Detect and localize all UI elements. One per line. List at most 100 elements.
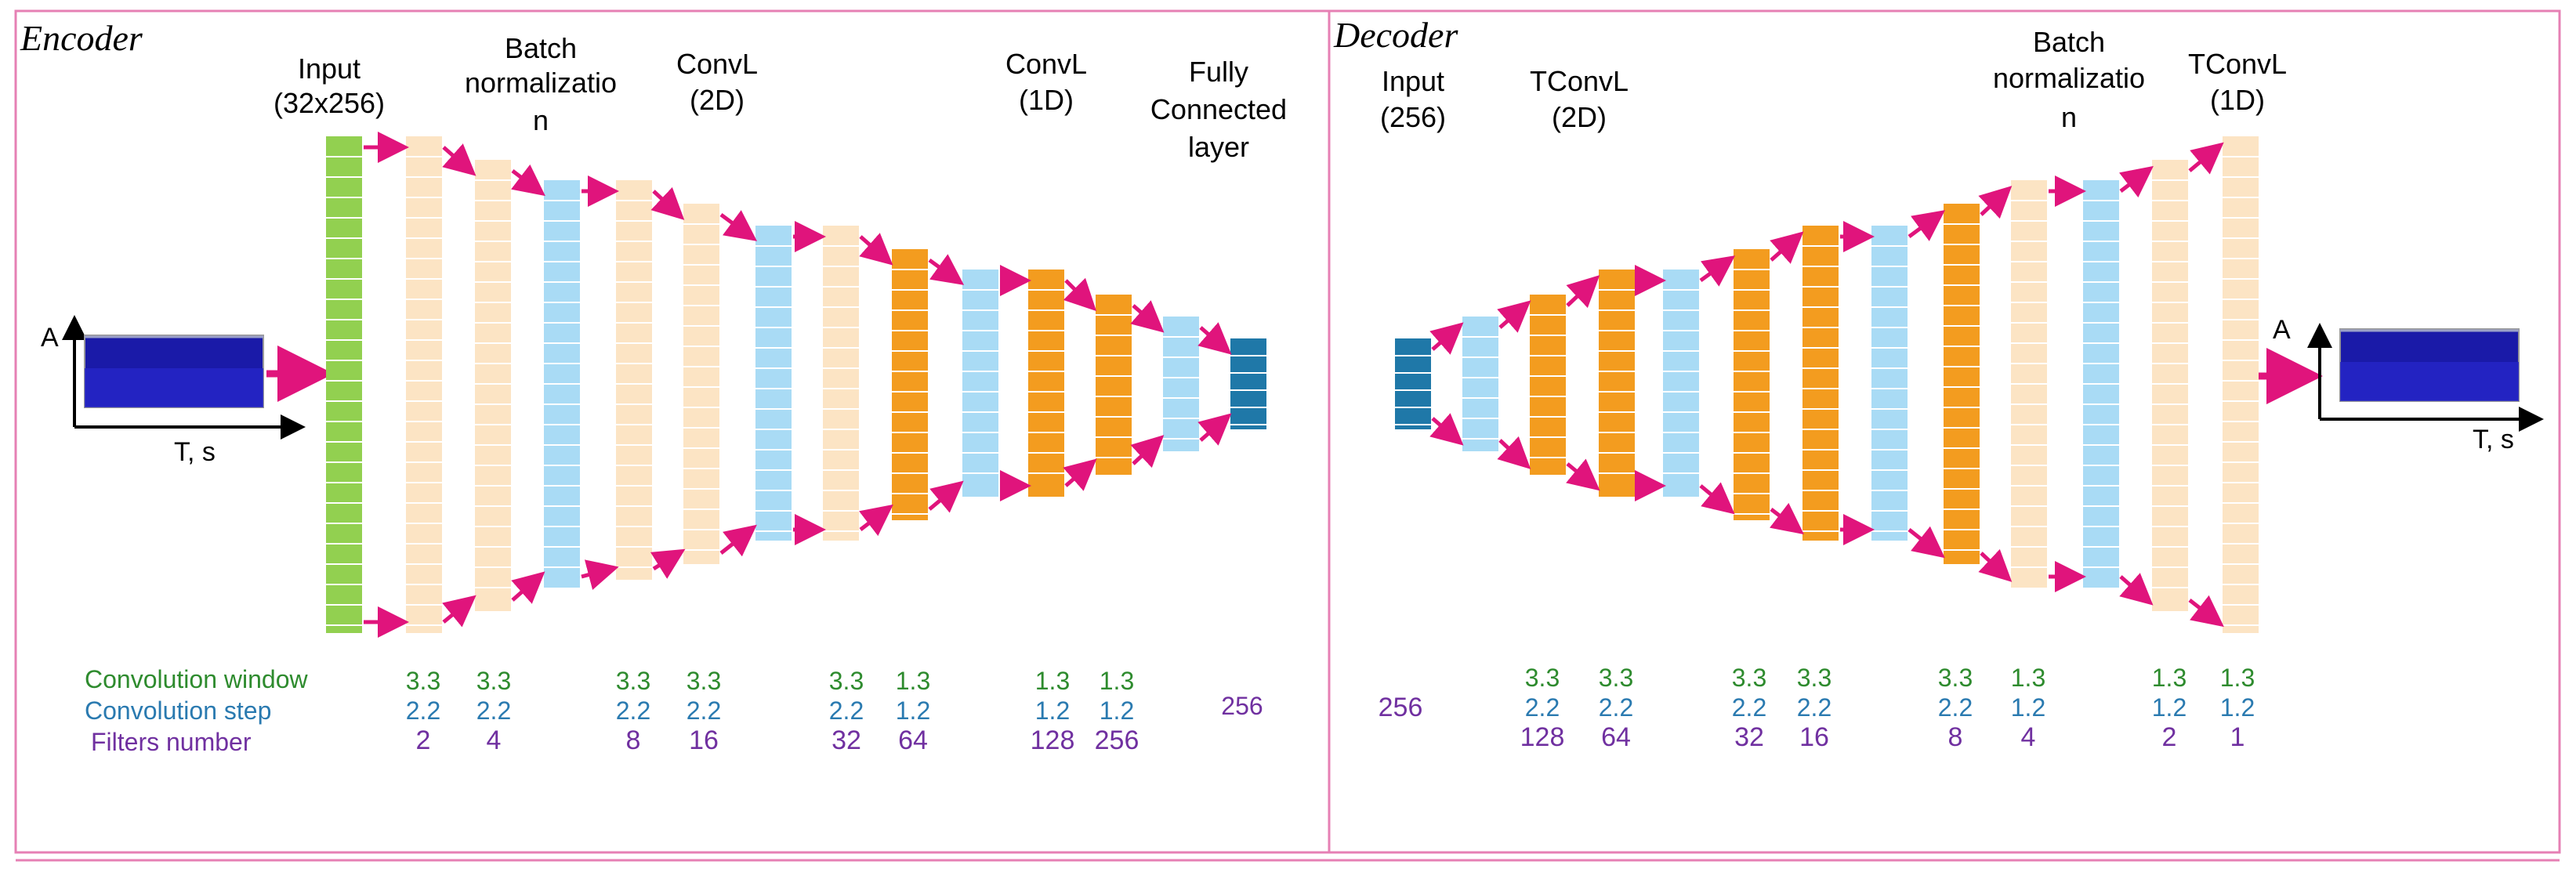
flow-arrow: [2188, 142, 2224, 175]
flow-arrow: [650, 548, 686, 579]
conv-layer-orange: [1802, 226, 1839, 541]
encoder-param-filters: 8: [626, 725, 641, 755]
flow-arrow: [1063, 458, 1097, 491]
decoder-input-value: 256: [1379, 693, 1423, 722]
header-line: ConvL: [1005, 48, 1087, 80]
encoder-param-window: 3.3: [616, 667, 650, 695]
decoder-arrows: [1429, 142, 2224, 628]
header-line: Batch: [505, 32, 577, 64]
input-layer: [326, 136, 362, 633]
flow-arrow: [1566, 275, 1600, 309]
decoder-param-filters: 2: [2162, 722, 2177, 752]
header-line: layer: [1188, 131, 1249, 163]
x-axis-label: T, s: [174, 437, 216, 467]
flow-arrow: [1699, 255, 1736, 287]
flow-arrow: [442, 595, 476, 628]
encoder-param-filters: 128: [1031, 725, 1075, 755]
encoder-row-labels: Convolution window Convolution step Filt…: [85, 665, 309, 756]
encoder-param-filters: 16: [689, 725, 719, 755]
flow-arrow: [1978, 548, 2013, 582]
header-line: (256): [1380, 101, 1446, 133]
encoder-param-window: 1.3: [896, 667, 930, 695]
header-line: normalizatio: [1993, 62, 2145, 94]
decoder-output-spectrogram: A T, s: [2257, 315, 2544, 454]
flow-arrow: [650, 186, 685, 220]
header-line: (1D): [2210, 84, 2265, 116]
flow-arrow: [2188, 595, 2224, 628]
header-line: TConvL: [2188, 48, 2287, 80]
decoder-title: Decoder: [1333, 15, 1458, 55]
encoder-param-step: 1.2: [1100, 697, 1134, 725]
decoder-layers: [1395, 136, 2259, 633]
decoder-param-filters: 64: [1601, 722, 1631, 752]
dense-layer: [1230, 338, 1266, 429]
y-axis-label: A: [2273, 315, 2291, 345]
flow-arrow: [581, 559, 619, 590]
decoder-header-tconv2d: TConvL (2D): [1530, 65, 1629, 133]
row-label-filters: Filters number: [91, 728, 252, 756]
header-line: Input: [298, 52, 360, 85]
row-label-step: Convolution step: [85, 697, 271, 725]
flow-arrow: [1429, 322, 1464, 355]
decoder-param-step: 1.2: [2152, 693, 2187, 722]
decoder-param-filters: 8: [1948, 722, 1963, 752]
header-line: Input: [1382, 65, 1444, 97]
encoder-param-filters: 256: [1095, 725, 1139, 755]
flow-arrow: [511, 164, 545, 197]
encoder-param-window: 1.3: [1100, 667, 1134, 695]
decoder-param-window: 3.3: [1797, 664, 1831, 692]
conv-layer-orange: [1028, 270, 1064, 497]
decoder-param-step: 2.2: [1525, 693, 1560, 722]
conv-layer: [616, 180, 652, 580]
encoder-param-filters: 4: [487, 725, 502, 755]
decoder-param-window: 1.3: [2220, 664, 2255, 692]
flow-arrow: [1566, 458, 1600, 491]
encoder-param-window: 3.3: [476, 667, 511, 695]
flow-arrow: [1978, 186, 2013, 219]
decoder-header-tconv1d: TConvL (1D): [2188, 48, 2287, 116]
flow-arrow: [1130, 435, 1165, 469]
conv-layer: [823, 226, 859, 541]
flow-arrow: [2119, 573, 2154, 606]
encoder-param-step: 2.2: [687, 697, 721, 725]
header-line: (2D): [1552, 101, 1607, 133]
header-line: n: [533, 104, 549, 136]
batch-norm-layer: [1871, 226, 1908, 541]
spectrogram-band: [85, 368, 263, 407]
y-axis-label: A: [41, 323, 59, 353]
header-line: TConvL: [1530, 65, 1629, 97]
batch-norm-layer: [1663, 270, 1699, 497]
header-line: Fully: [1189, 56, 1248, 88]
flow-arrow: [1770, 502, 1804, 535]
conv-layer: [2223, 136, 2259, 633]
encoder-title: Encoder: [20, 18, 143, 58]
spectrogram-band: [2340, 362, 2519, 401]
decoder-param-step: 1.2: [2220, 693, 2255, 722]
decoder-header-input: Input (256): [1380, 65, 1446, 133]
header-line: (32x256): [274, 87, 385, 119]
batch-norm-layer: [755, 226, 792, 541]
encoder-fc-value: 256: [1221, 692, 1263, 720]
encoder-param-step: 2.2: [406, 697, 440, 725]
decoder-param-step: 2.2: [1797, 693, 1831, 722]
flow-arrow: [2119, 165, 2154, 198]
header-line: Batch: [2033, 26, 2105, 58]
decoder-header-batch-norm: Batch normalizatio n: [1993, 26, 2145, 133]
flow-arrow: [442, 143, 476, 176]
conv-layer-orange: [1734, 249, 1770, 520]
flow-arrow: [1197, 322, 1232, 355]
encoder-param-step: 2.2: [476, 697, 511, 725]
conv-layer-orange: [1944, 204, 1980, 564]
header-line: n: [2061, 101, 2077, 133]
decoder-param-step: 1.2: [2011, 693, 2045, 722]
encoder-input-spectrogram: A T, s: [41, 315, 334, 467]
encoder-arrows: [364, 132, 1232, 638]
flow-arrow: [511, 571, 545, 604]
conv-layer-orange: [1096, 295, 1132, 475]
decoder-params: 3.32.21283.32.2643.32.2323.32.2163.32.28…: [1520, 664, 2255, 752]
dense-layer: [1395, 338, 1431, 429]
conv-layer-orange: [892, 249, 928, 520]
encoder-param-step: 1.2: [896, 697, 930, 725]
decoder-param-filters: 16: [1799, 722, 1829, 752]
encoder-param-filters: 2: [416, 725, 431, 755]
